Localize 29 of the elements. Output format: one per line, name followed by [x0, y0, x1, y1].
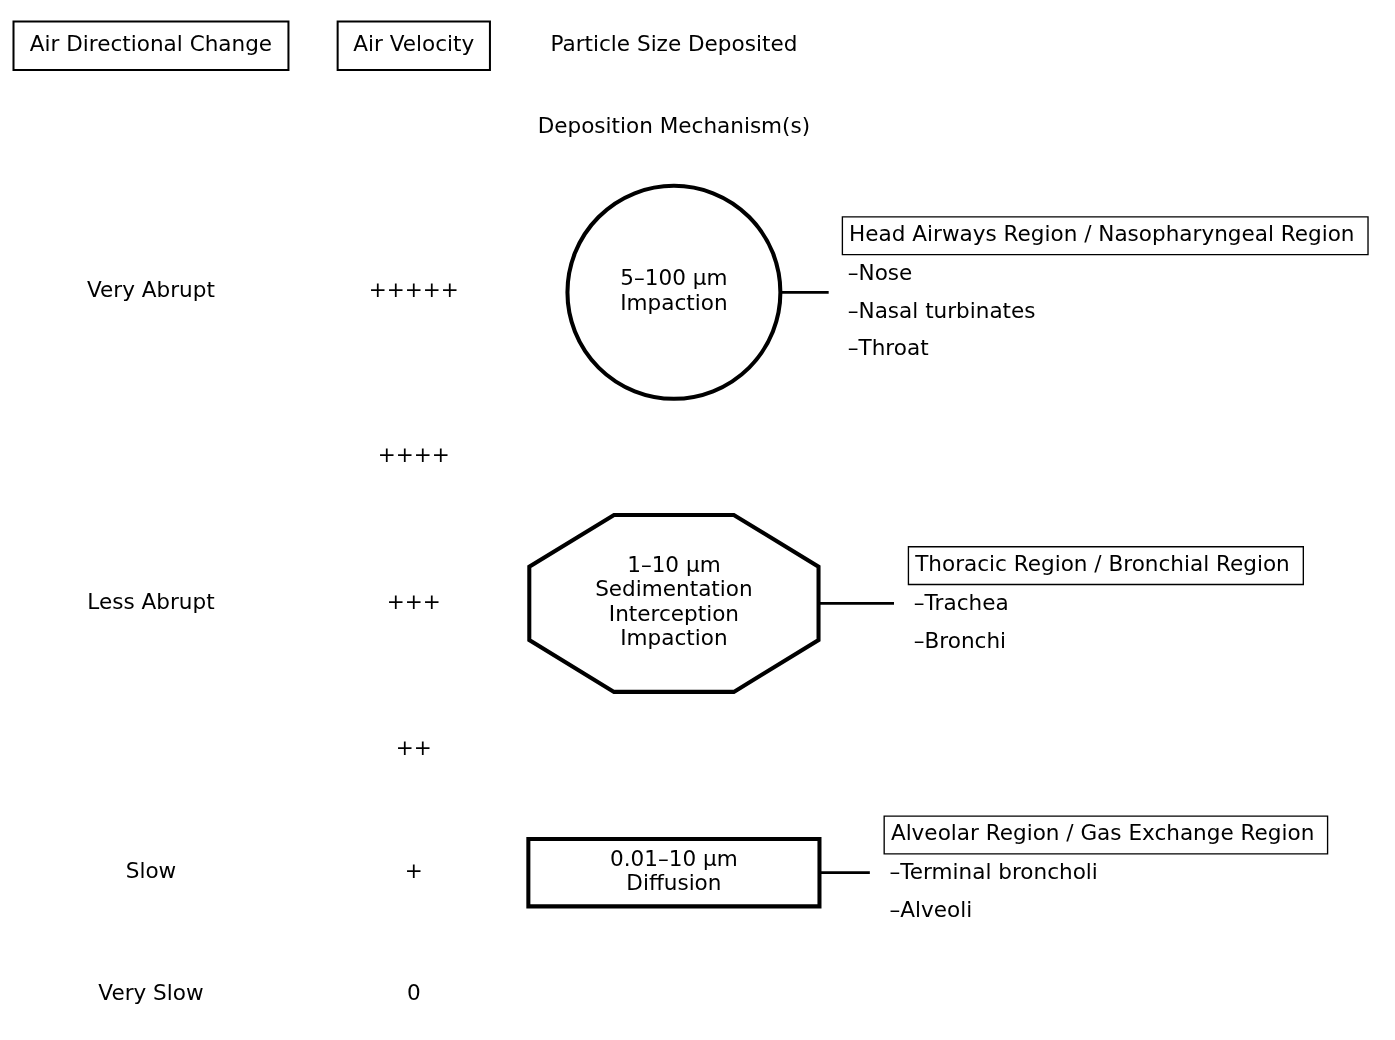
node-label: –Terminal broncholi	[889, 858, 1098, 884]
label: ++	[395, 734, 432, 760]
node-label: –Nose	[847, 259, 913, 285]
connector	[819, 870, 870, 874]
label: +	[404, 857, 423, 883]
label: +++	[386, 588, 441, 614]
label: Very Abrupt	[87, 276, 215, 302]
node-box: Alveolar Region / Gas Exchange Region	[883, 814, 1329, 854]
node-label: –Alveoli	[889, 896, 973, 922]
connector	[818, 601, 894, 605]
node-box: Head Airways Region / Nasopharyngeal Region	[841, 215, 1369, 255]
label: +++++	[368, 276, 459, 302]
label: Deposition Mechanism(s)	[537, 112, 811, 138]
label: 0	[406, 979, 421, 1005]
node-box: Air Velocity	[336, 19, 491, 71]
node-box: Air Directional Change	[12, 19, 290, 71]
node-box: Thoracic Region / Bronchial Region	[907, 545, 1304, 585]
label: ++++	[377, 441, 450, 467]
node-label: –Bronchi	[913, 627, 1007, 653]
node-circle: 5–100 µm Impaction	[565, 183, 783, 401]
node-label: –Nasal turbinates	[847, 297, 1036, 323]
node-label: –Throat	[847, 334, 929, 360]
label: Less Abrupt	[87, 588, 215, 614]
connector	[780, 290, 829, 294]
label: Particle Size Deposited	[550, 30, 798, 56]
node-box: 0.01–10 µm Diffusion	[526, 836, 822, 908]
label: Very Slow	[98, 979, 204, 1005]
node-label: –Trachea	[913, 589, 1009, 615]
label: Slow	[125, 857, 177, 883]
